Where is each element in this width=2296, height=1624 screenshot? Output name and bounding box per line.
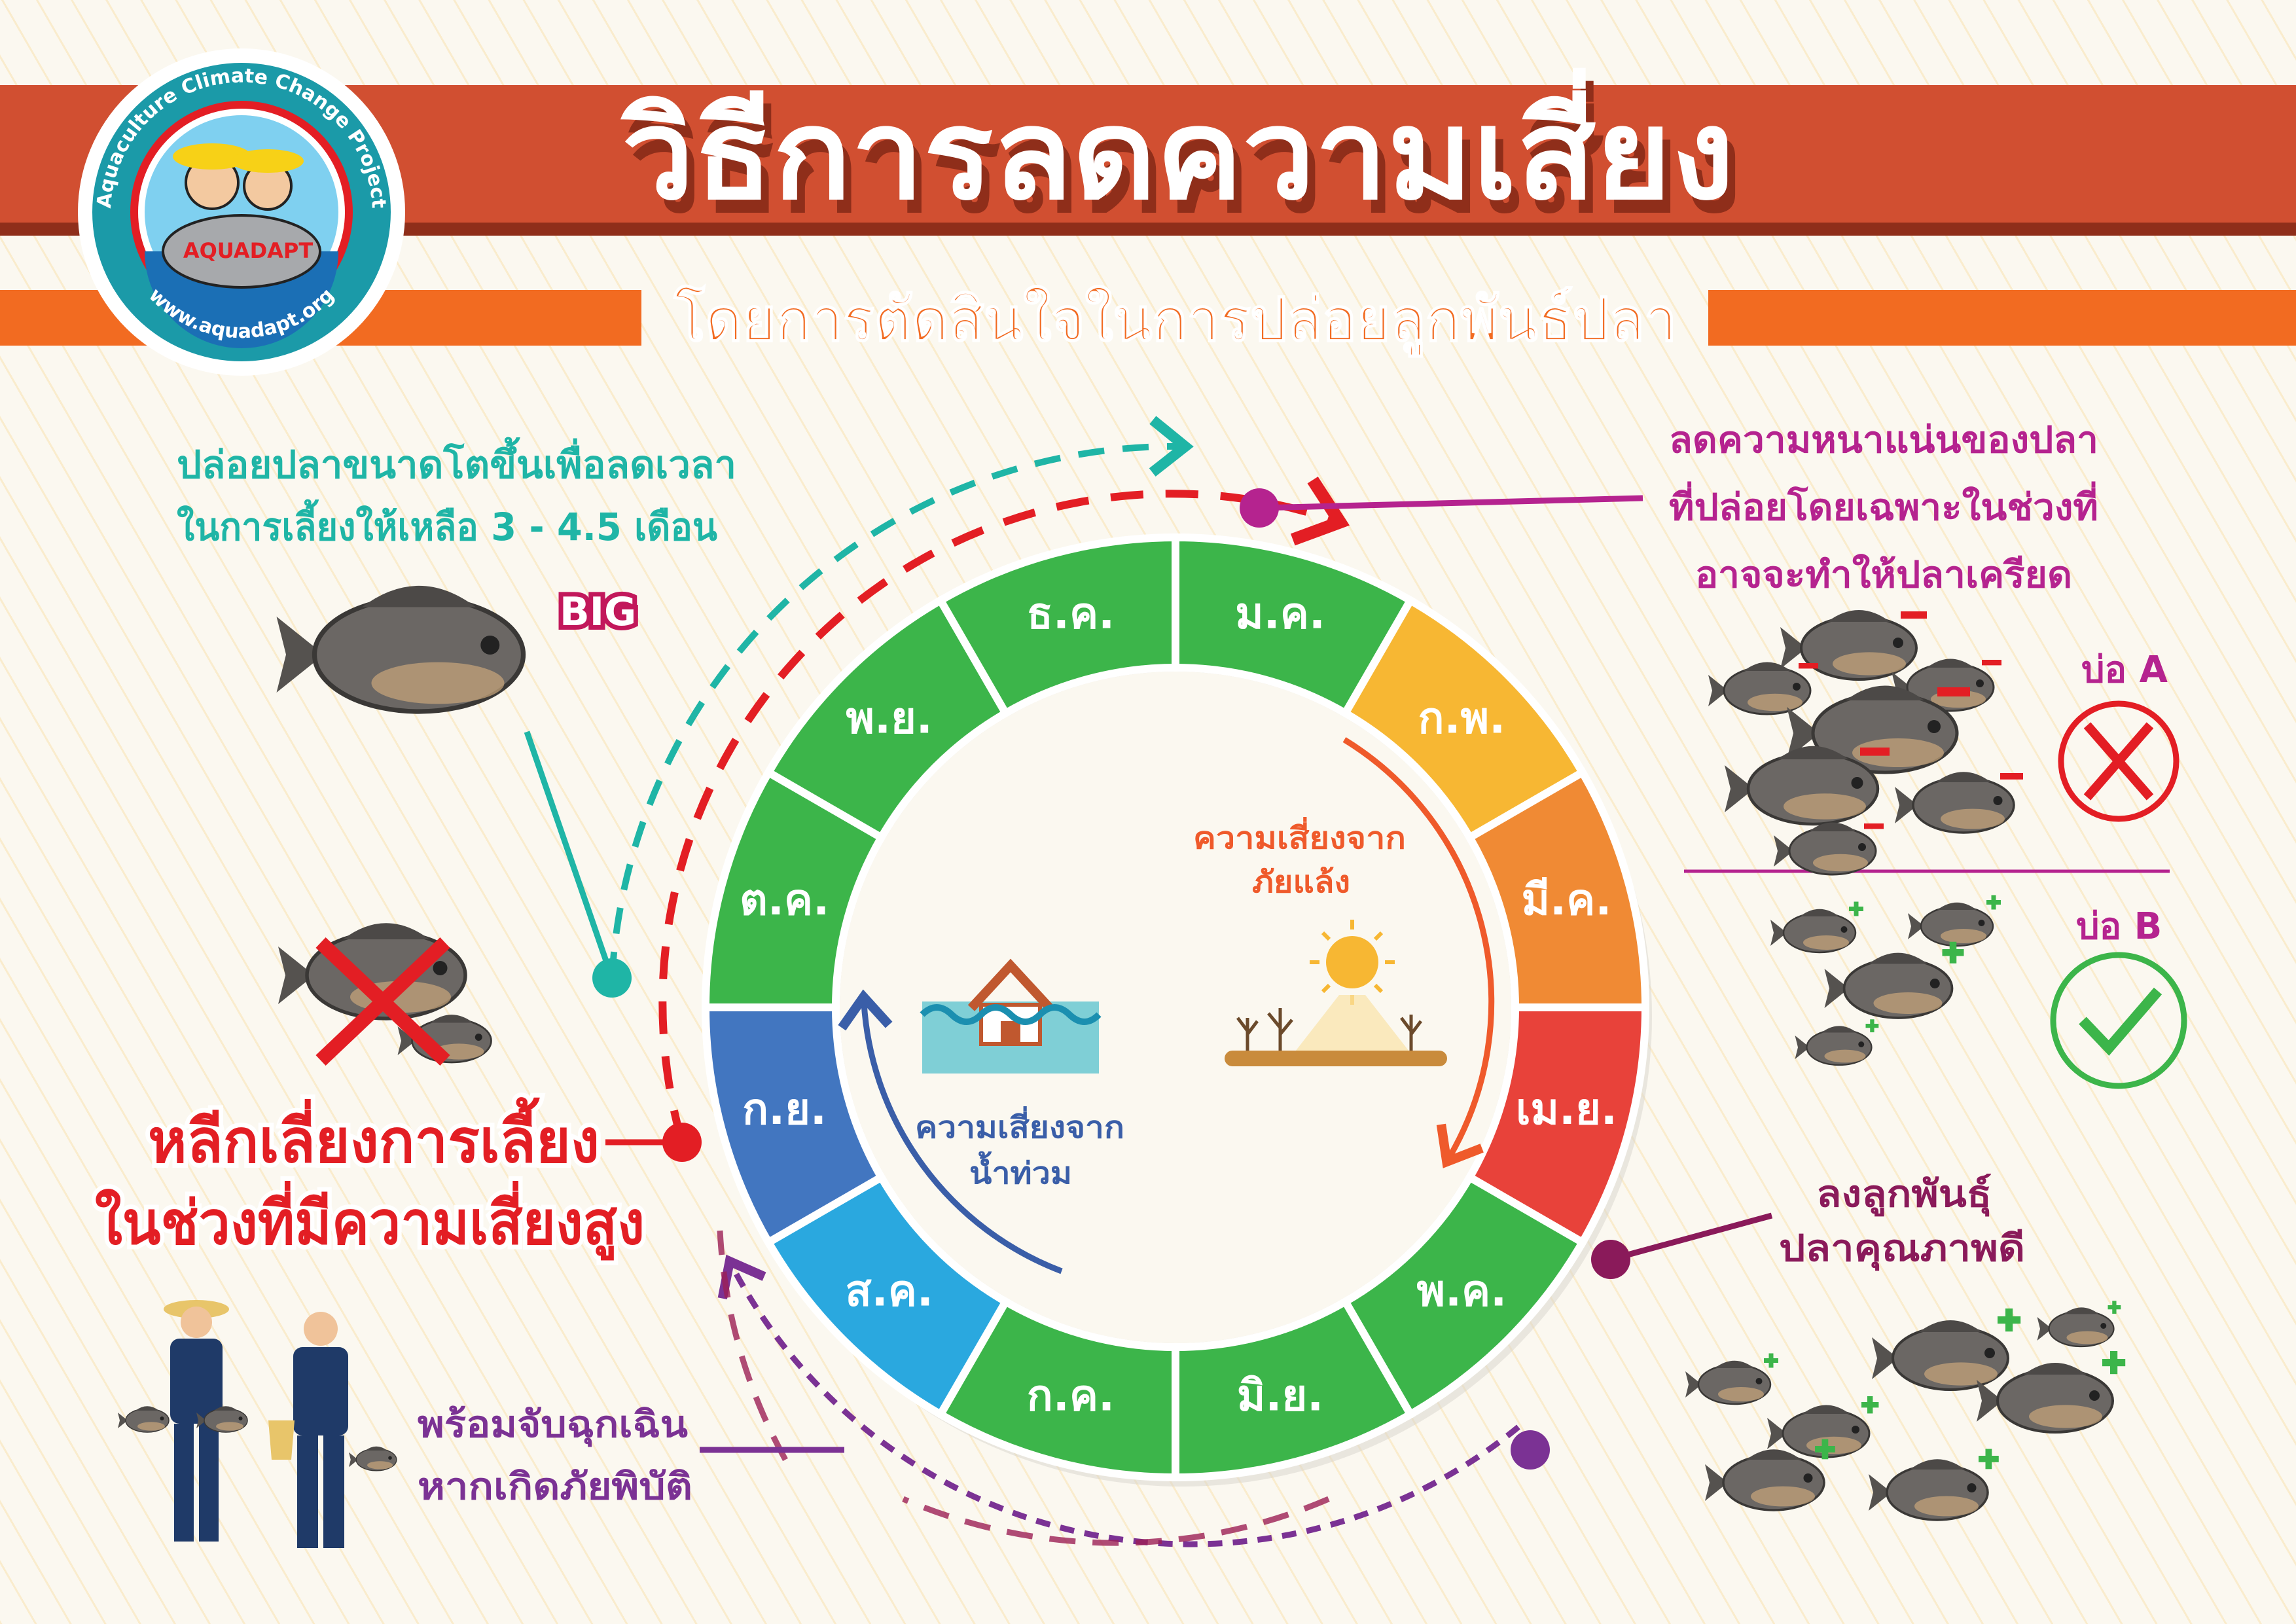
teal-dot [592, 958, 632, 998]
fish-illustrations [118, 585, 2126, 1521]
red-dashed-arrow [658, 477, 1350, 1144]
quality-note-line-2: ปลาคุณภาพดี [1779, 1227, 2025, 1271]
logo-center-text: AQUADAPT [183, 238, 314, 263]
drought-arrow [1342, 737, 1495, 1168]
pond-a-label: บ่อ A [2081, 649, 2168, 691]
flood-arrow [838, 989, 1063, 1274]
month-label: พ.ค. [1416, 1265, 1507, 1316]
big-fish-note: ปล่อยปลาขนาดโตขึ้นเพื่อลดเวลา ในการเลี้ย… [177, 437, 736, 549]
density-note-line-1: ลดความหนาแน่นของปลา [1669, 419, 2098, 461]
check-mark-icon [2050, 952, 2187, 1089]
drought-risk-line-2: ภัยแล้ง [1252, 864, 1350, 899]
pond-b-fish-icon [1824, 941, 1964, 1019]
quality-fish-icon [1869, 1449, 1999, 1521]
emergency-note-line-2: หากเกิดภัยพิบัติ [418, 1466, 692, 1508]
drought-sun-icon [1225, 920, 1447, 1066]
quality-fish-icon [1705, 1439, 1835, 1511]
pond-a-fish-icon [1780, 610, 1927, 681]
caught-fish-icon [118, 1406, 170, 1433]
month-label: ก.ย. [742, 1084, 827, 1134]
flood-risk-line-1: ความเสี่ยงจาก [915, 1106, 1124, 1145]
month-label: ส.ค. [845, 1265, 933, 1316]
page-title: วิธีการลดความเสี่ยง [620, 68, 1734, 227]
connectors [524, 488, 2170, 1470]
quality-fish-icon [1685, 1353, 1778, 1405]
title-band-shadow [0, 223, 2296, 236]
avoid-note: หลีกเลี่ยงการเลี้ยง ในช่วงที่มีความเสี่ย… [90, 1092, 649, 1265]
month-label: มี.ค. [1522, 875, 1612, 925]
month-label: ก.ค. [1027, 1370, 1115, 1420]
header: วิธีการลดความเสี่ยง วิธีการลดความเสี่ยง … [0, 68, 2296, 358]
quality-fish-icon [1977, 1351, 2126, 1434]
quality-note-line-1: ลงลูกพันธุ์ [1816, 1173, 1992, 1217]
emergency-note-line-1: พร้อมจับฉุกเฉิน [418, 1403, 688, 1447]
flood-risk-line-2: น้ำท่วม [969, 1151, 1072, 1191]
flood-house-icon [920, 958, 1102, 1074]
pond-b-label: บ่อ B [2076, 905, 2162, 948]
month-label: ต.ค. [740, 875, 829, 925]
quality-fish-icon [1767, 1396, 1879, 1458]
pond-a-fish-icon [1774, 822, 1884, 876]
drought-risk-label: ความเสี่ยงจาก ภัยแล้ง [1193, 817, 1406, 899]
dark-dashed-arc-bottom [902, 1496, 1330, 1546]
avoid-note-line-1: หลีกเลี่ยงการเลี้ยง [148, 1097, 600, 1176]
density-note-line-3: อาจจะทำให้ปลาเครียด [1695, 553, 2072, 596]
teal-dashed-arrow [609, 416, 1194, 979]
big-fish-note-line-1: ปล่อยปลาขนาดโตขึ้นเพื่อลดเวลา [177, 437, 736, 487]
pond-a-fish-icon [1787, 685, 1970, 774]
month-ring: ม.ค. ก.พ. มี.ค. เม.ย. พ.ค. มิ.ย. ก.ค. ส.ค. ก.ย. ต… [701, 533, 1652, 1487]
page-title-shadow: วิธีการลดความเสี่ยง [628, 81, 1742, 240]
density-note: ลดความหนาแน่นของปลา ที่ปล่อยโดยเฉพาะในช่… [1669, 419, 2098, 596]
month-segment-12 [935, 533, 1179, 719]
quality-fish-icon [1872, 1308, 2021, 1392]
big-badge: BIG [560, 589, 636, 635]
subtitle-band-right [1708, 290, 2296, 346]
month-label: ม.ค. [1235, 588, 1325, 639]
flood-risk-label: ความเสี่ยงจาก น้ำท่วม [915, 1106, 1124, 1191]
pond-a-fish-icon [1708, 662, 1818, 715]
pond-b-fish-icon [1770, 901, 1863, 954]
cross-mark-icon [2058, 700, 2179, 822]
emergency-note: พร้อมจับฉุกเฉิน หากเกิดภัยพิบัติ [418, 1403, 692, 1508]
caught-fish-icon [196, 1406, 248, 1433]
drought-risk-line-1: ความเสี่ยงจาก [1193, 817, 1406, 856]
month-label: ธ.ค. [1027, 588, 1115, 639]
purple-dot [1511, 1430, 1550, 1470]
avoid-note-line-2: ในช่วงที่มีความเสี่ยงสูง [95, 1180, 645, 1261]
magenta-dot [1240, 488, 1279, 528]
aquadapt-logo: AQUADAPT Aquaculture Climate Change Proj… [78, 48, 405, 376]
pond-a-fish-icon [1725, 746, 1890, 826]
dark-dashed-arc [717, 1230, 788, 1462]
big-fish-icon [276, 585, 526, 714]
month-label: พ.ย. [846, 693, 932, 744]
dark-magenta-dot [1591, 1240, 1630, 1279]
big-fish-note-line-2: ในการเลี้ยงให้เหลือ 3 - 4.5 เดือน [177, 499, 717, 549]
pond-a-fish-icon [1895, 772, 2023, 834]
month-label: ก.พ. [1418, 693, 1506, 744]
caught-fish-icon [349, 1446, 397, 1471]
quality-fish-icon [2037, 1301, 2121, 1348]
pond-b-fish-icon [1908, 895, 2001, 947]
cross-over-fish-icon [315, 937, 450, 1066]
fishermen-illustration [164, 1300, 348, 1548]
quality-note: ลงลูกพันธุ์ ปลาคุณภาพดี [1779, 1173, 2025, 1271]
month-label: เม.ย. [1516, 1084, 1617, 1134]
month-label: มิ.ย. [1237, 1370, 1323, 1420]
red-dot [662, 1123, 702, 1162]
density-note-line-2: ที่ปล่อยโดยเฉพาะในช่วงที่ [1669, 481, 2098, 529]
purple-dashed-arrow [717, 1254, 1520, 1547]
pond-b-fish-icon [1795, 1019, 1879, 1066]
page-subtitle: โดยการตัดสินใจในการปล่อยลูกพันธ์ปลา [673, 285, 1677, 357]
